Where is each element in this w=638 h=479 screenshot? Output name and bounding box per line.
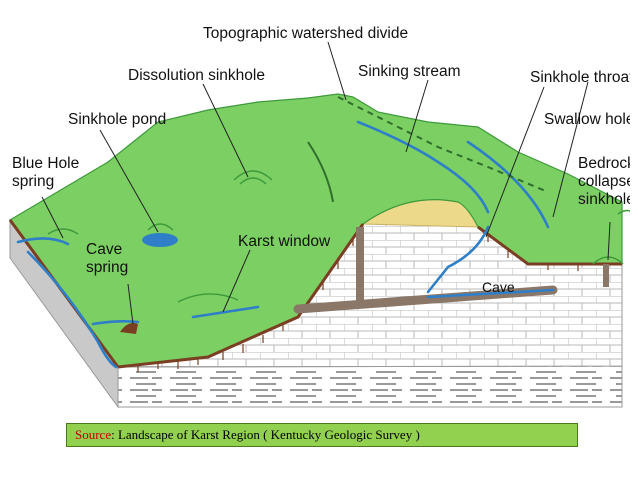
- label-karst-window: Karst window: [238, 233, 331, 250]
- soil-roots: [137, 234, 609, 372]
- label-sinkhole-pond: Sinkhole pond: [68, 111, 166, 128]
- label-cave-spring-line2: spring: [86, 259, 128, 276]
- label-topographic-watershed-divide: Topographic watershed divide: [203, 25, 408, 42]
- water-streams: [16, 120, 555, 369]
- source-caption: Source: Landscape of Karst Region ( Kent…: [66, 423, 578, 447]
- cave-spring-mouth: [120, 323, 138, 334]
- source-text: : Landscape of Karst Region ( Kentucky G…: [111, 427, 420, 442]
- label-swallow-hole: Swallow hole: [544, 111, 630, 128]
- source-label: Source: [75, 427, 112, 442]
- label-bedrock-collapse-line3: sinkhole: [578, 191, 630, 208]
- ridge-line: [307, 141, 334, 203]
- label-bedrock-collapse-line1: Bedrock: [578, 155, 630, 172]
- label-sinking-stream: Sinking stream: [358, 63, 461, 80]
- land-surface: [9, 93, 623, 368]
- label-sinkhole-throat: Sinkhole throat: [530, 69, 630, 86]
- sinkhole-pond: [142, 233, 178, 247]
- label-cave: Cave: [482, 279, 515, 295]
- soil-edge: [117, 223, 622, 369]
- bedrock-front-face: [117, 365, 623, 408]
- label-dissolution-sinkhole: Dissolution sinkhole: [128, 67, 265, 84]
- label-blue-hole-spring-line1: Blue Hole: [12, 155, 79, 172]
- label-cave-spring-line1: Cave: [86, 241, 122, 258]
- karst-landscape-diagram: Topographic watershed divide Dissolution…: [8, 2, 630, 414]
- sinkhole-rings: [47, 170, 630, 303]
- label-blue-hole-spring-line2: spring: [12, 173, 54, 190]
- watershed-divide-line: [337, 96, 549, 193]
- label-bedrock-collapse-line2: collapse: [578, 173, 630, 190]
- leader-lines: [41, 41, 611, 325]
